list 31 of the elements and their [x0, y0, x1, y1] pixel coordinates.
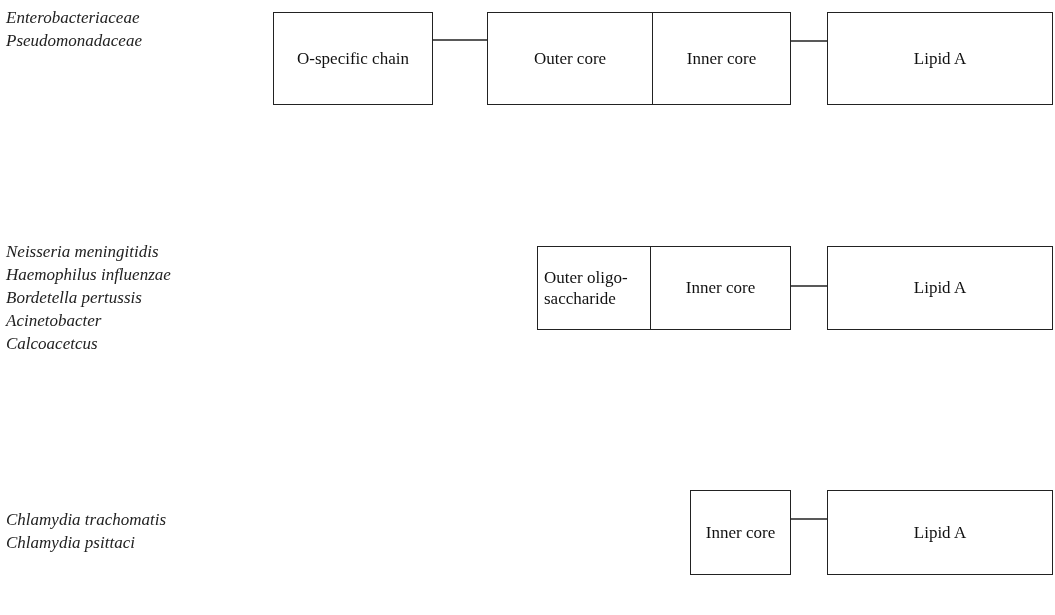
box-label: Inner core [685, 277, 756, 299]
structure-box [537, 246, 651, 330]
species-name: Bordetella pertussis [6, 287, 143, 309]
box-label: Lipid A [913, 47, 967, 70]
species-name: Chlamydia psittaci [6, 532, 136, 554]
species-name: Pseudomonadaceae [6, 30, 142, 52]
structure-box [827, 12, 1053, 105]
structure-box [650, 246, 791, 330]
box-label: Inner core [686, 47, 757, 70]
species-name: Neisseria meningitidis [6, 241, 160, 263]
box-label: Inner core [705, 521, 776, 544]
species-name: Acinetobacter [6, 310, 103, 332]
structure-box [690, 490, 791, 575]
species-name: Chlamydia trachomatis [6, 509, 167, 531]
connector-line [790, 40, 828, 42]
connector-line [790, 518, 828, 520]
connector-line [432, 39, 488, 41]
structure-box [487, 12, 653, 105]
species-name: Calcoacetcus [6, 333, 99, 355]
box-label: Outer oligo-saccharide [544, 266, 629, 310]
connector-line [790, 285, 828, 287]
structure-box [827, 246, 1053, 330]
structure-box [273, 12, 433, 105]
structure-box [827, 490, 1053, 575]
box-label: Outer core [533, 47, 607, 70]
species-name: Haemophilus influenzae [6, 264, 171, 286]
box-label: O-specific chain [297, 47, 409, 70]
structure-box [652, 12, 791, 105]
box-label: Lipid A [913, 521, 967, 544]
species-name: Enterobacteriaceae [6, 7, 141, 29]
box-label: Lipid A [913, 277, 967, 299]
